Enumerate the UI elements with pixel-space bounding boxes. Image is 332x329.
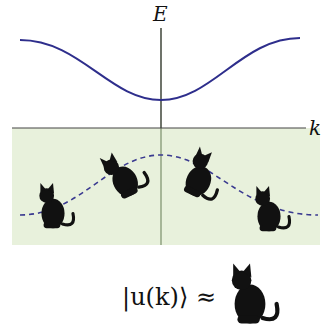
cat-silhouette <box>179 146 231 204</box>
cat-silhouette <box>232 263 278 323</box>
green-band <box>12 128 320 245</box>
k-axis <box>12 127 306 128</box>
cat-silhouette <box>255 186 289 231</box>
axis-label: k <box>309 118 321 138</box>
energy-axis-top <box>160 28 161 128</box>
state-formula: |u(k)⟩ ≈ <box>122 285 216 309</box>
cat-silhouette <box>39 183 73 228</box>
cat-silhouette <box>99 143 151 201</box>
axis-label: E <box>153 4 168 24</box>
band-curve <box>20 38 300 100</box>
energy-axis <box>160 28 161 245</box>
